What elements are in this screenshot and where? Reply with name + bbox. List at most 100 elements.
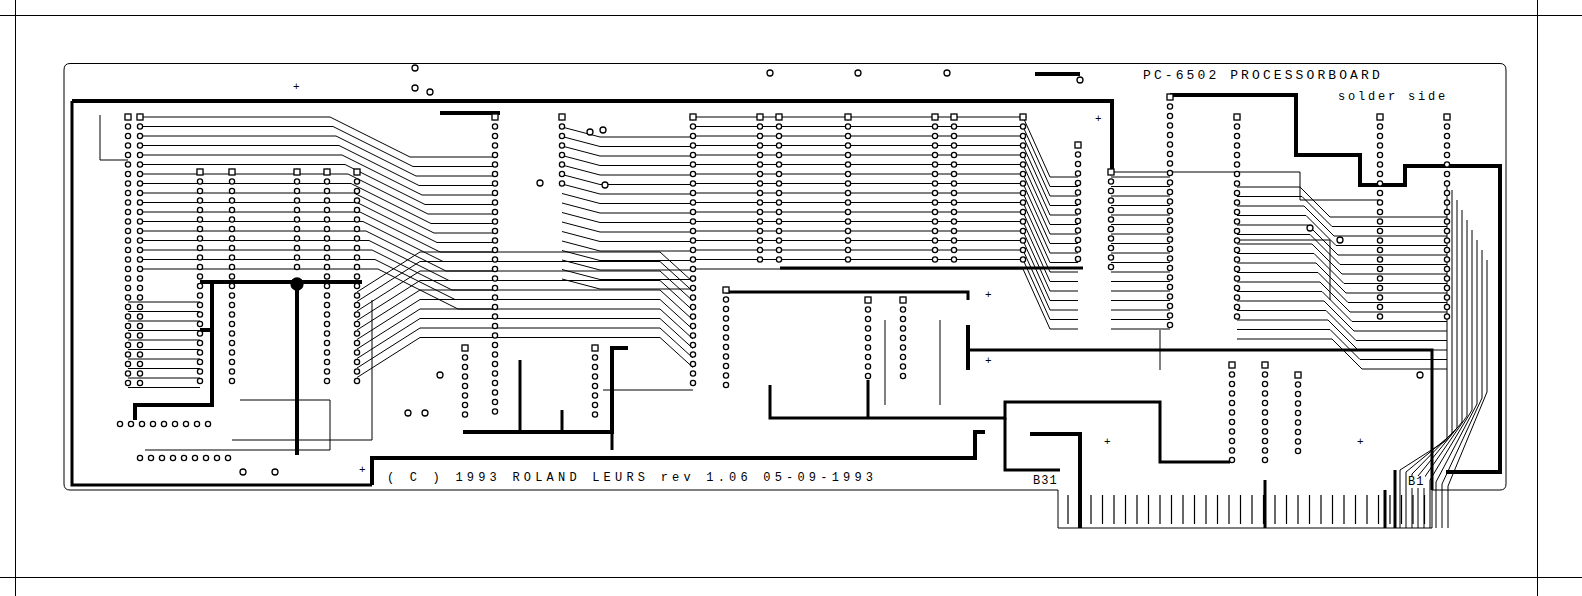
pad-square: [1229, 362, 1235, 368]
trace: [357, 309, 693, 349]
pad: [183, 421, 188, 426]
trace: [128, 368, 200, 369]
pad: [1229, 448, 1234, 453]
trace: [1111, 300, 1170, 301]
pad: [354, 179, 359, 184]
pad: [1020, 162, 1025, 167]
pad-square: [951, 114, 957, 120]
pad: [354, 350, 359, 355]
pad: [294, 198, 299, 203]
trace: [562, 194, 693, 204]
pad: [757, 152, 762, 157]
trace: [562, 146, 693, 156]
pad: [1020, 257, 1025, 262]
pad: [1167, 313, 1172, 318]
finger: [1159, 495, 1160, 524]
silkscreen-text: ( C ) 1993 ROLAND LEURS rev 1.06 05-09-1…: [386, 472, 878, 484]
pad: [757, 143, 762, 148]
trace: [357, 328, 693, 368]
trace: [562, 175, 693, 185]
pad: [1262, 381, 1267, 386]
pad: [900, 364, 905, 369]
pad: [592, 393, 597, 398]
pad: [229, 350, 234, 355]
pad: [137, 162, 142, 167]
finger: [1263, 495, 1264, 524]
pad: [197, 350, 202, 355]
pad: [225, 455, 230, 460]
trace: [940, 320, 941, 405]
trace: [1111, 281, 1170, 282]
pad: [1262, 438, 1267, 443]
pad: [1234, 181, 1239, 186]
pad: [229, 236, 234, 241]
pad: [951, 190, 956, 195]
finger: [1113, 495, 1114, 524]
pad: [1262, 391, 1267, 396]
trace: [693, 145, 1023, 146]
pad: [192, 455, 197, 460]
trace: [1237, 206, 1447, 236]
pad: [1108, 255, 1113, 260]
pad: [1075, 256, 1080, 261]
pad: [1377, 228, 1382, 233]
pad: [492, 124, 497, 129]
pad: [845, 190, 850, 195]
pad: [229, 283, 234, 288]
trace: [357, 262, 693, 302]
pad: [1377, 238, 1382, 243]
pad: [1262, 410, 1267, 415]
trace: [693, 126, 1023, 127]
pad: [294, 245, 299, 250]
pad: [1167, 284, 1172, 289]
pad: [1295, 382, 1300, 387]
pad-square: [592, 345, 598, 351]
pad: [125, 352, 130, 357]
pad: [559, 124, 564, 129]
pad: [354, 188, 359, 193]
pad: [1377, 162, 1382, 167]
pad: [354, 340, 359, 345]
pad: [690, 304, 695, 309]
trace: [1111, 291, 1170, 292]
pad: [776, 219, 781, 224]
pad: [1229, 419, 1234, 424]
pad-square: [1075, 142, 1081, 148]
pad: [137, 285, 142, 290]
board-outline: [64, 64, 1506, 529]
pad: [1020, 238, 1025, 243]
trace: [1237, 311, 1447, 341]
pad: [125, 323, 130, 328]
pad: [354, 331, 359, 336]
pad: [125, 380, 130, 385]
pad: [294, 188, 299, 193]
pad: [776, 124, 781, 129]
pad: [559, 181, 564, 186]
pad: [324, 226, 329, 231]
trace: [693, 136, 1023, 137]
pad: [137, 200, 142, 205]
pad: [690, 276, 695, 281]
pad: [559, 114, 564, 119]
pad: [1234, 266, 1239, 271]
pad: [462, 393, 467, 398]
pad: [592, 402, 597, 407]
pad: [492, 285, 497, 290]
pad: [203, 455, 208, 460]
pad: [354, 369, 359, 374]
pad: [197, 378, 202, 383]
pad: [181, 455, 186, 460]
polarity-mark: +: [292, 82, 301, 93]
trace: [128, 378, 200, 379]
pad: [690, 333, 695, 338]
pad: [951, 162, 956, 167]
finger: [1182, 495, 1183, 524]
pad: [723, 354, 728, 359]
trace: [1237, 282, 1447, 312]
pad: [932, 209, 937, 214]
pad: [324, 179, 329, 184]
trace: [1237, 263, 1447, 293]
pad: [170, 455, 175, 460]
pad: [125, 304, 130, 309]
pad: [197, 245, 202, 250]
